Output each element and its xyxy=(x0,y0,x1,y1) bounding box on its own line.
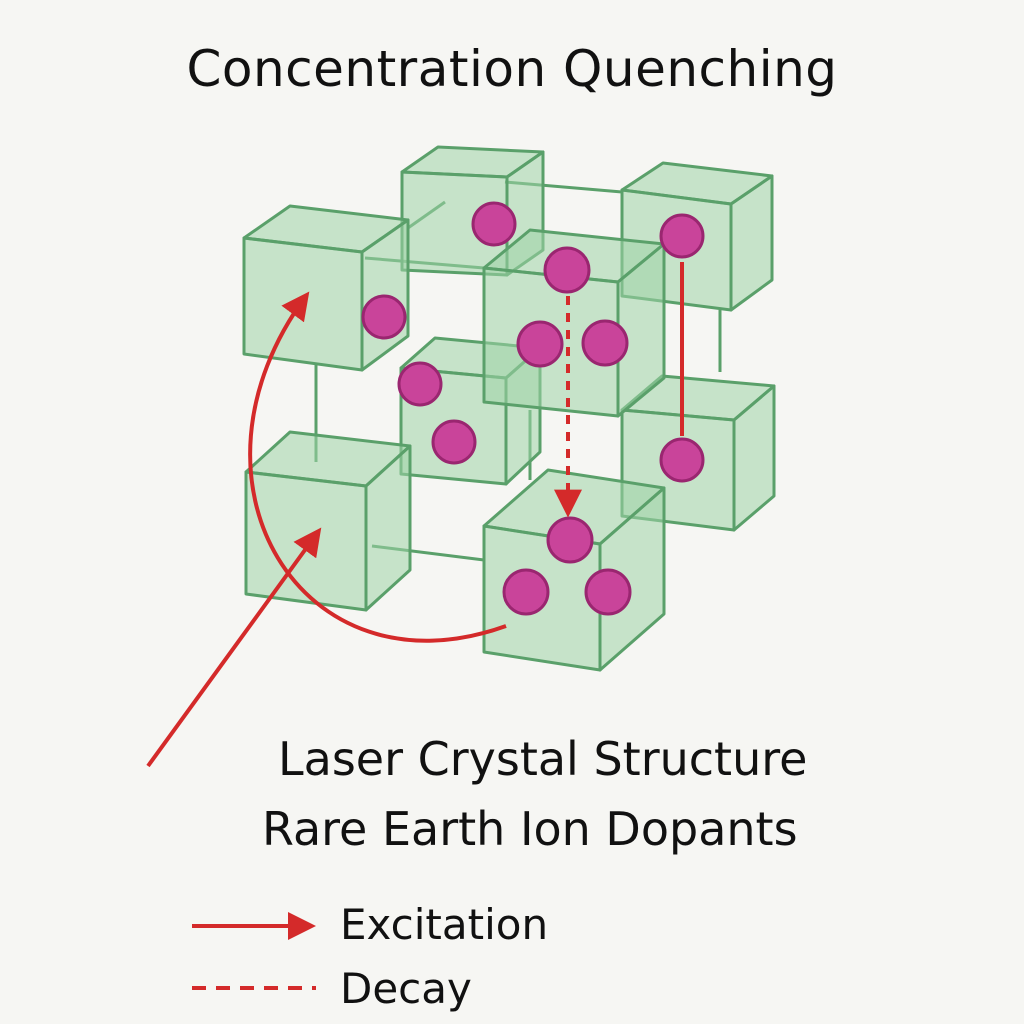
cube-bottom-left xyxy=(244,430,412,612)
ion xyxy=(543,246,591,294)
ion xyxy=(361,294,407,340)
legend-excitation-label: Excitation xyxy=(340,900,549,949)
legend-excitation-glyph xyxy=(192,912,316,940)
ion xyxy=(502,568,550,616)
excitation-arrow-outer-curve xyxy=(248,291,507,643)
cube-top-left xyxy=(242,204,410,372)
ion xyxy=(659,213,705,259)
legend-decay-label: Decay xyxy=(340,964,472,1013)
ion xyxy=(584,568,632,616)
energy-arrows xyxy=(146,262,684,768)
ion xyxy=(546,516,594,564)
caption-line-2: Rare Earth Ion Dopants xyxy=(262,802,798,856)
diagram-caption: Laser Crystal Structure Rare Earth Ion D… xyxy=(262,724,962,864)
cube-bottom-center xyxy=(482,468,666,672)
excitation-arrow-diagonal xyxy=(146,527,322,768)
ion xyxy=(471,201,517,247)
ion xyxy=(516,320,564,368)
ion xyxy=(581,319,629,367)
diagram-title: Concentration Quenching xyxy=(186,40,838,98)
ion xyxy=(659,437,705,483)
ion xyxy=(397,361,443,407)
ion xyxy=(431,419,477,465)
caption-line-1: Laser Crystal Structure xyxy=(278,732,808,786)
rare-earth-ions xyxy=(361,201,705,616)
